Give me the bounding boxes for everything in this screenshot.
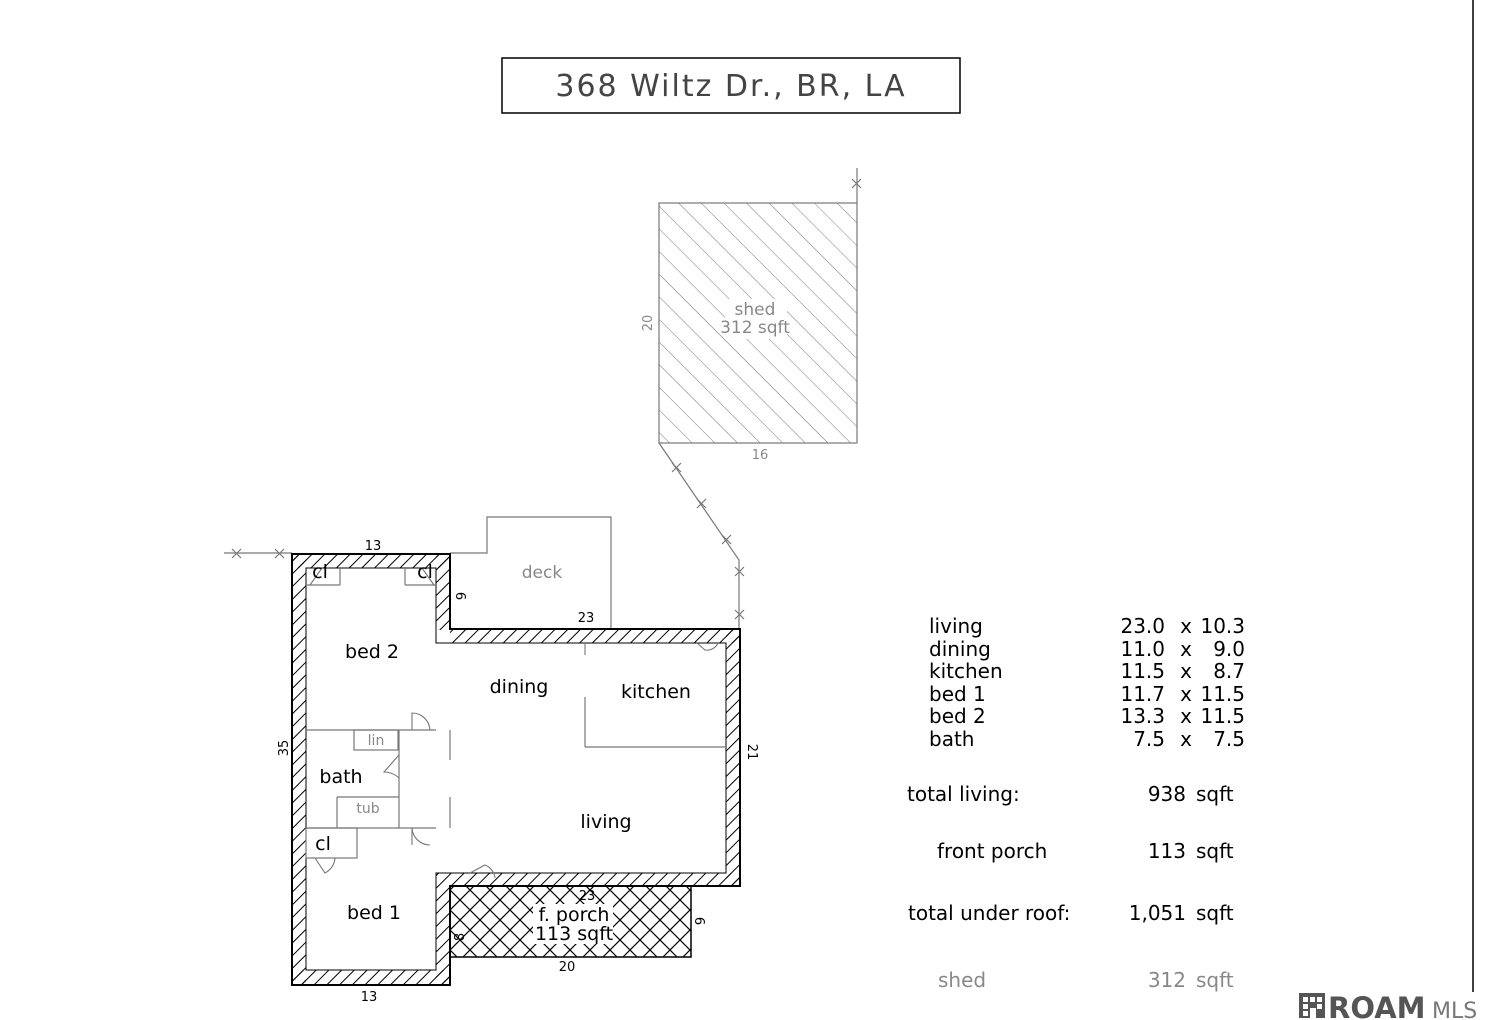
dim-house-step: 6 [452,592,467,600]
total-unit: sqft [1196,782,1234,806]
total-row: total living: 938 sqft [907,782,1234,806]
dim-porch-bottom: 20 [559,960,576,975]
room-label-bed-2: bed 2 [345,641,399,663]
deck: deck [450,516,612,628]
dim-main-right: 21 [744,744,759,761]
table-row: bed 1 11.7 x 11.5 [929,682,1245,706]
tub-label: tub [356,801,379,817]
deck-label: deck [522,563,563,583]
total-value: 113 [1148,839,1186,863]
table-room-length: 11.5 [1200,682,1245,706]
table-room-width: 13.3 [1120,704,1165,728]
total-row: front porch 113 sqft [937,839,1234,863]
room-label-living: living [580,811,631,833]
logo-text-roam: ROAM [1328,991,1426,1020]
interior-walls [305,568,726,859]
porch-area: 113 sqft [535,923,613,945]
dim-porch-top: 23 [579,889,596,904]
table-room-length: 9.0 [1213,637,1245,661]
table-row: kitchen 11.5 x 8.7 [929,659,1245,683]
page-title: 368 Wiltz Dr., BR, LA [555,69,906,104]
table-room-name: dining [929,637,991,661]
building-icon [1299,993,1325,1018]
table-room-width: 7.5 [1133,727,1165,751]
dim-house-top: 13 [365,539,382,554]
fence-markers [231,178,862,620]
dim-house-bottom: 13 [361,990,378,1005]
area-totals: total living: 938 sqft front porch 113 s… [907,782,1234,992]
closet-label-right: cl [417,561,433,583]
room-label-bath: bath [319,766,362,788]
table-row: bed 2 13.3 x 11.5 [929,704,1245,728]
room-label-kitchen: kitchen [621,681,691,703]
door-swings [309,567,719,879]
shed-dim-left: 20 [641,315,656,332]
table-room-name: bed 2 [929,704,986,728]
table-room-length: 8.7 [1213,659,1245,683]
dim-porch-right: 6 [691,917,706,925]
table-room-name: bath [929,727,974,751]
total-row: shed 312 sqft [938,968,1234,992]
total-row: total under roof: 1,051 sqft [908,901,1234,925]
table-room-times: x [1180,682,1192,706]
table-room-name: bed 1 [929,682,986,706]
porch-label: f. porch [539,904,610,926]
title-box [501,57,961,114]
table-room-length: 7.5 [1213,727,1245,751]
table-room-name: kitchen [929,659,1003,683]
table-room-width: 23.0 [1120,614,1165,638]
total-label: front porch [937,839,1047,863]
logo-text-mls: MLS [1432,999,1477,1020]
table-room-times: x [1180,637,1192,661]
shed-area: 312 sqft [720,318,790,338]
dim-porch-left: 8 [453,933,468,941]
total-unit: sqft [1196,901,1234,925]
total-unit: sqft [1196,839,1234,863]
room-label-dining: dining [490,676,549,698]
total-value: 1,051 [1129,901,1186,925]
table-room-length: 11.5 [1200,704,1245,728]
total-value: 938 [1148,782,1186,806]
total-value: 312 [1148,968,1186,992]
total-label: shed [938,968,986,992]
table-row: bath 7.5 x 7.5 [929,727,1245,751]
linen-label: lin [368,733,385,749]
shed-label: shed [735,300,776,320]
front-porch: f. porch 113 sqft [449,885,692,958]
table-room-length: 10.3 [1200,614,1245,638]
table-room-width: 11.5 [1120,659,1165,683]
dim-house-left: 35 [277,740,292,757]
total-unit: sqft [1196,968,1234,992]
dim-main-top: 23 [578,611,595,626]
table-room-times: x [1180,727,1192,751]
table-room-times: x [1180,659,1192,683]
table-room-width: 11.7 [1120,682,1165,706]
total-label: total living: [907,782,1020,806]
table-room-times: x [1180,614,1192,638]
closet-label-bed-1: cl [315,833,331,855]
roam-mls-logo: ROAM MLS [1299,991,1477,1020]
table-room-width: 11.0 [1120,637,1165,661]
closet-label-left: cl [312,561,328,583]
total-label: total under roof: [908,901,1070,925]
table-room-times: x [1180,704,1192,728]
shed: shed 312 sqft 20 16 [641,202,858,463]
table-row: dining 11.0 x 9.0 [929,637,1245,661]
table-room-name: living [929,614,983,638]
room-dimension-table: living 23.0 x 10.3 dining 11.0 x 9.0 kit… [929,614,1245,751]
table-row: living 23.0 x 10.3 [929,614,1245,638]
house-walls [291,553,741,986]
shed-dim-bottom: 16 [752,448,769,463]
room-label-bed-1: bed 1 [347,902,401,924]
